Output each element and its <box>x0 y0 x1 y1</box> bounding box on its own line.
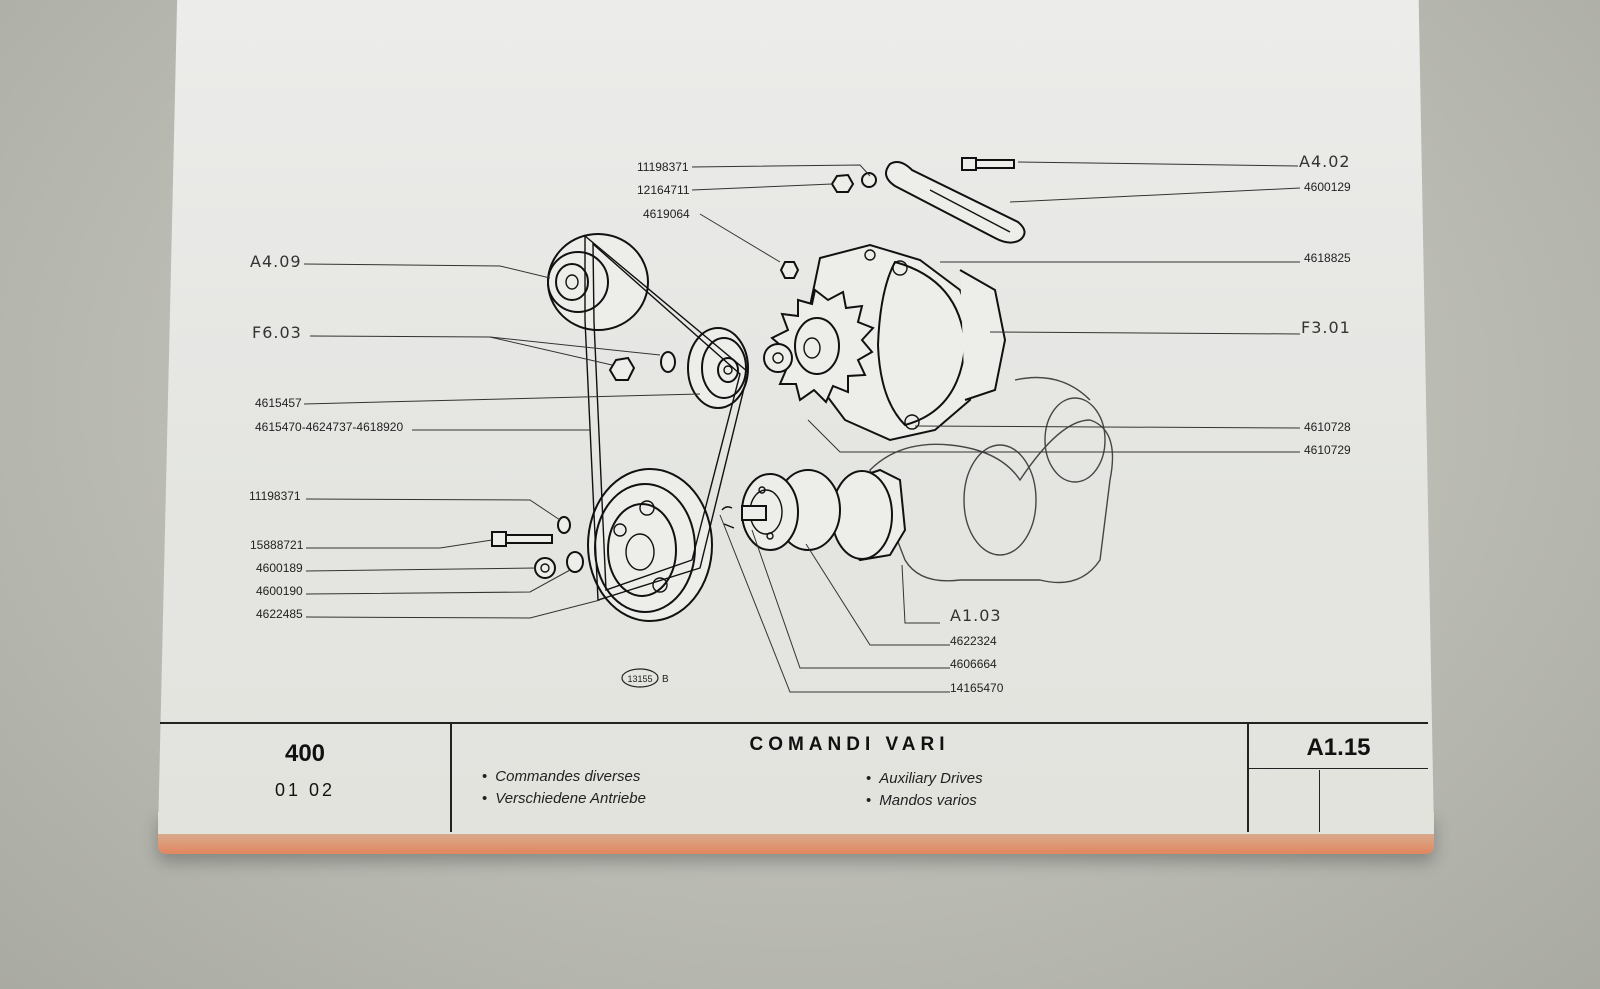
label-4615470-series: 4615470-4624737-4618920 <box>255 420 403 434</box>
label-12164711: 12164711 <box>637 183 690 197</box>
crank-gear <box>741 468 907 562</box>
model-number: 400 <box>284 740 326 767</box>
section-cell: COMANDI VARI Commandes diverses Verschie… <box>452 724 1249 832</box>
label-15888721: 15888721 <box>250 538 304 552</box>
part-labels: 11198371 12164711 4619064 A4.02 4600129 … <box>249 152 1351 695</box>
label-f6-03: F6.03 <box>252 323 302 342</box>
label-a4-09: A4.09 <box>250 252 302 271</box>
label-4618825: 4618825 <box>1304 251 1351 265</box>
lower-pulley <box>587 468 713 622</box>
tension-bracket <box>885 157 1026 244</box>
leader-lines <box>303 161 1301 693</box>
reference-divider-vertical <box>1319 770 1320 832</box>
alternator <box>803 243 1007 442</box>
section-reference-code: A1.15 <box>1306 734 1371 761</box>
subtitle-german: Verschiedene Antriebe <box>482 790 646 807</box>
subtitle-english: Auxiliary Drives <box>866 770 982 787</box>
label-f3-01: F3.01 <box>1301 318 1351 337</box>
reference-divider-horizontal <box>1249 768 1428 769</box>
label-4600129: 4600129 <box>1304 180 1351 194</box>
label-11198371-top: 11198371 <box>637 160 689 174</box>
label-4600189: 4600189 <box>256 561 303 575</box>
drawing-suffix: B <box>662 674 669 685</box>
nut-4619064 <box>779 261 800 279</box>
washer-f6 <box>660 351 676 373</box>
label-4600190: 4600190 <box>256 584 303 598</box>
drive-belt <box>584 234 749 601</box>
crankshaft <box>869 376 1114 584</box>
reference-cell: A1.15 <box>1249 724 1428 832</box>
idler-pulley <box>687 327 749 409</box>
label-4615457: 4615457 <box>255 396 302 410</box>
subtitle-french: Commandes diverses <box>482 768 640 785</box>
model-cell: 400 01 02 <box>160 724 452 832</box>
label-14165470: 14165470 <box>950 681 1004 695</box>
label-4606664: 4606664 <box>950 657 997 671</box>
label-4610729: 4610729 <box>1304 443 1351 457</box>
label-4622324: 4622324 <box>950 634 997 648</box>
nut-top <box>830 173 855 193</box>
fan-gear <box>763 288 875 404</box>
label-a4-02: A4.02 <box>1299 152 1351 171</box>
lower-fasteners <box>491 506 735 579</box>
label-4610728: 4610728 <box>1304 420 1351 434</box>
washer-top <box>861 172 877 188</box>
catalog-page <box>158 0 1434 834</box>
title-block: 400 01 02 COMANDI VARI Commandes diverse… <box>160 722 1428 832</box>
drawing-code-stamp: 13155 B <box>621 668 669 688</box>
section-title: COMANDI VARI <box>749 734 950 755</box>
label-4619064: 4619064 <box>643 207 690 221</box>
label-a1-03: A1.03 <box>950 606 1002 625</box>
label-11198371-bottom: 11198371 <box>249 489 301 503</box>
label-4622485: 4622485 <box>256 607 303 621</box>
subtitle-spanish: Mandos varios <box>866 792 977 809</box>
drawing-code: 13155 <box>627 674 652 684</box>
nut-f6 <box>608 356 636 381</box>
model-variant-codes: 01 02 <box>274 780 336 800</box>
